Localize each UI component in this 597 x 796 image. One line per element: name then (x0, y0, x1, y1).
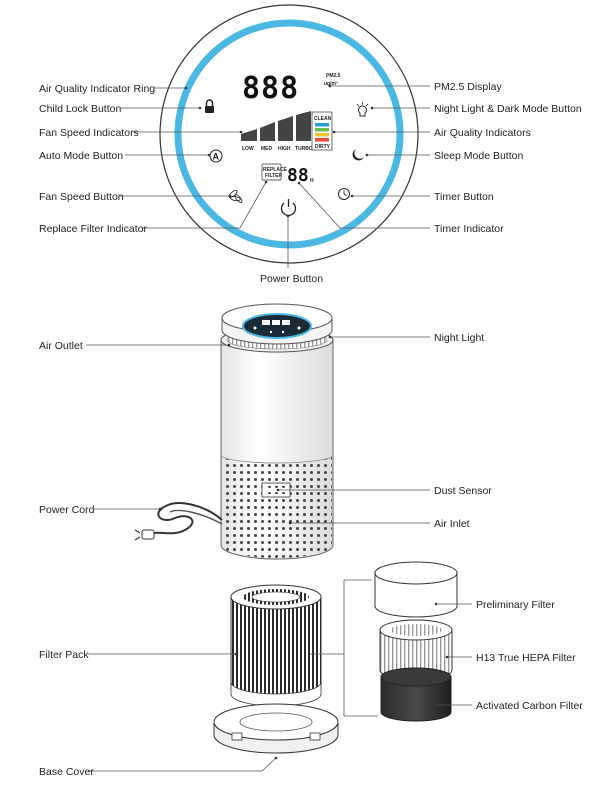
label-night-light: Night Light (434, 332, 484, 344)
label-preliminary-filter: Preliminary Filter (476, 599, 555, 611)
filter-pack (230, 584, 322, 707)
label-child-lock: Child Lock Button (39, 103, 121, 115)
auto-mode-glyph: A (213, 152, 220, 162)
label-filter-pack: Filter Pack (39, 649, 89, 661)
label-sleep-mode: Sleep Mode Button (434, 150, 523, 162)
bulb-icon[interactable] (356, 102, 369, 117)
label-air-quality-ring: Air Quality Indicator Ring (39, 83, 155, 95)
filter-stack (374, 561, 458, 722)
label-air-quality-indicators: Air Quality Indicators (434, 127, 531, 139)
child-lock-icon[interactable] (205, 99, 214, 113)
base-cover (213, 703, 339, 754)
mini-panel (242, 313, 312, 339)
label-pm25-display: PM2.5 Display (434, 81, 502, 93)
fan-level-turbo: TURBO (295, 146, 313, 152)
timer-unit: H (310, 178, 314, 184)
label-timer-indicator: Timer Indicator (434, 223, 504, 235)
label-base-cover: Base Cover (39, 766, 94, 778)
label-air-inlet: Air Inlet (434, 518, 470, 530)
replace-filter-line-2: FILTER (265, 173, 283, 179)
fan-level-med: MED (261, 146, 273, 152)
pm25-unit-2: ug/m³ (324, 81, 338, 87)
label-power-button: Power Button (260, 273, 323, 285)
label-air-outlet: Air Outlet (39, 340, 83, 352)
label-replace-filter: Replace Filter Indicator (39, 223, 147, 235)
moon-icon[interactable] (352, 149, 364, 161)
control-panel: 888 PM2.5 ug/m³ LOW MED HIGH TURBO (159, 4, 419, 264)
label-auto-mode: Auto Mode Button (39, 150, 123, 162)
label-carbon-filter: Activated Carbon Filter (476, 700, 583, 712)
fan-speed-bars (241, 111, 311, 141)
label-power-cord: Power Cord (39, 504, 95, 516)
replace-filter-line-1: REPLACE (263, 167, 288, 173)
label-fan-speed-indicators: Fan Speed Indicators (39, 127, 139, 139)
air-quality-indicator-ring (174, 19, 404, 249)
pm25-unit: PM2.5 (326, 73, 341, 79)
timer-icon[interactable] (338, 188, 350, 200)
replace-filter-indicator: REPLACE FILTER (261, 163, 288, 181)
fan-level-high: HIGH (278, 146, 291, 152)
label-fan-speed-button: Fan Speed Button (39, 191, 124, 203)
air-inlet-grille (222, 455, 332, 558)
power-cord (134, 502, 223, 541)
body-leaders (86, 335, 430, 525)
purifier-body (220, 303, 334, 560)
aq-dirty-label: DIRTY (315, 144, 331, 150)
label-dust-sensor: Dust Sensor (434, 485, 492, 497)
panel-leaders (120, 84, 430, 268)
label-timer-button: Timer Button (434, 191, 494, 203)
aq-clean-label: CLEAN (314, 116, 332, 122)
label-night-light-dark-mode: Night Light & Dark Mode Button (434, 103, 582, 115)
fan-level-low: LOW (242, 146, 254, 152)
label-hepa-filter: H13 True HEPA Filter (476, 652, 576, 664)
air-quality-bar (311, 111, 333, 151)
filter-leaders (88, 579, 472, 772)
timer-digits: 88 (287, 165, 309, 186)
auto-mode-icon[interactable]: A (209, 149, 223, 163)
pm25-digits: 888 (242, 71, 299, 106)
